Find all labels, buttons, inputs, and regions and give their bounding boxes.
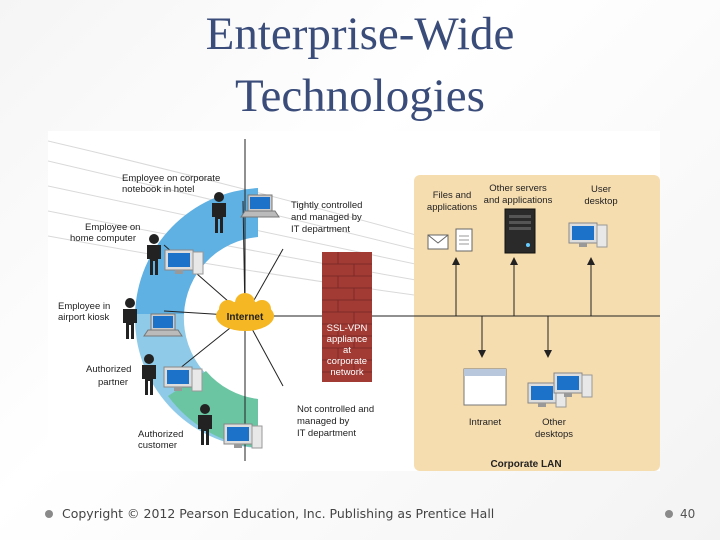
user-desktop-label-line1: User xyxy=(591,184,611,195)
lan-user-desktop: User desktop xyxy=(568,184,618,248)
document-icon xyxy=(455,228,473,252)
controlled-note-line1: Tightly controlled xyxy=(291,200,362,211)
kiosk-label-line2: airport kiosk xyxy=(58,312,109,323)
lan-area xyxy=(414,175,660,471)
slide-title-line1: Enterprise-Wide xyxy=(205,8,515,60)
vpn-line-4: corporate xyxy=(327,356,367,367)
customer-label-line1: Authorized xyxy=(138,429,183,440)
home-label-line1: Employee on xyxy=(85,222,140,233)
hotel-label-line1: Employee on corporate xyxy=(122,173,220,184)
files-label-line2: applications xyxy=(427,202,477,213)
lan-files: Files and applications xyxy=(427,190,477,252)
controlled-note: Tightly controlled and managed by IT dep… xyxy=(291,200,362,235)
servers-label-line1: Other servers xyxy=(489,183,547,194)
home-label-line2: home computer xyxy=(70,233,136,244)
page-number: 40 xyxy=(680,507,696,521)
footer-bullet-right xyxy=(665,510,673,518)
customer-label-line2: customer xyxy=(138,440,177,451)
arrowheads xyxy=(452,257,595,358)
user-desktop-label-line2: desktop xyxy=(584,196,617,207)
remote-user-hotel: Employee on corporate notebook in hotel xyxy=(122,173,280,233)
remote-user-kiosk: Employee in airport kiosk xyxy=(58,298,183,339)
corporate-lan-caption: Corporate LAN xyxy=(490,459,561,470)
kiosk-label-line1: Employee in xyxy=(58,301,110,312)
slide-title-line2: Technologies xyxy=(235,70,485,122)
copyright-footer: Copyright © 2012 Pearson Education, Inc.… xyxy=(62,506,495,521)
footer-bullet-left xyxy=(45,510,53,518)
remote-user-customer: Authorized customer xyxy=(138,404,263,451)
vpn-appliance-label: SSL-VPN appliance at corporate network xyxy=(327,323,368,378)
controlled-zone-arc xyxy=(135,188,258,314)
desktop-computer-icon xyxy=(164,249,204,275)
controlled-note-line3: IT department xyxy=(291,224,350,235)
vpn-line-5: network xyxy=(330,367,364,378)
desktop-computer-icon xyxy=(553,372,593,398)
other-desktops-line2: desktops xyxy=(535,429,573,440)
envelope-icon xyxy=(427,234,449,250)
remote-user-partner: Authorized partner xyxy=(86,354,203,395)
controlled-note-line2: and managed by xyxy=(291,212,362,223)
servers-label-line2: and applications xyxy=(484,195,553,206)
vpn-line-1: SSL-VPN xyxy=(327,323,368,334)
lan-other-desktops: Other desktops xyxy=(527,372,593,440)
network-diagram: SSL-VPN appliance at corporate network I… xyxy=(48,131,660,471)
firewall xyxy=(322,252,372,382)
intranet-label: Intranet xyxy=(469,417,502,428)
files-label-line1: Files and xyxy=(433,190,472,201)
desktop-computer-icon xyxy=(163,366,203,392)
desktop-computer-icon xyxy=(223,423,263,449)
lan-servers: Other servers and applications xyxy=(484,183,553,254)
server-icon xyxy=(504,208,536,254)
lan-intranet: Intranet xyxy=(463,368,507,428)
partner-label-line2: partner xyxy=(98,377,128,388)
desktop-computer-icon xyxy=(568,222,608,248)
vpn-line-3: at xyxy=(343,345,351,356)
uncontrolled-note: Not controlled and managed by IT departm… xyxy=(297,404,374,439)
partner-label-line1: Authorized xyxy=(86,364,131,375)
other-desktops-line1: Other xyxy=(542,417,566,428)
hotel-label-line2: notebook in hotel xyxy=(122,184,194,195)
internet-cloud: Internet xyxy=(216,293,274,331)
remote-user-home: Employee on home computer xyxy=(70,222,204,275)
uncontrolled-note-line2: managed by xyxy=(297,416,350,427)
vpn-line-2: appliance xyxy=(327,334,368,345)
uncontrolled-note-line3: IT department xyxy=(297,428,356,439)
internet-label: Internet xyxy=(227,312,264,323)
uncontrolled-note-line1: Not controlled and xyxy=(297,404,374,415)
